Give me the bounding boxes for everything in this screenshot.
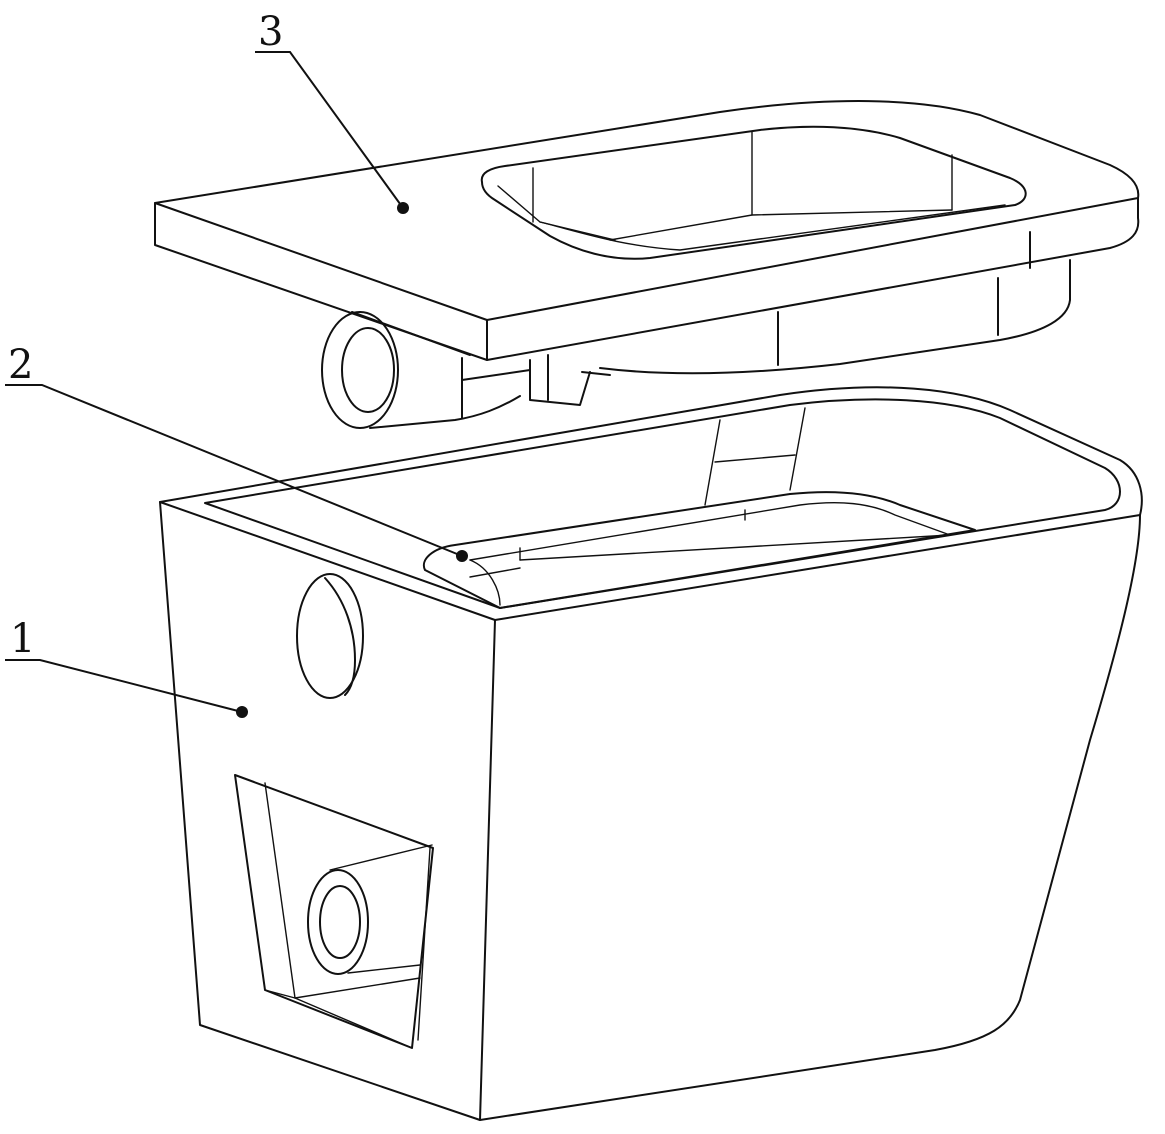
lid-skirt (599, 231, 1071, 375)
inner-liner (422, 491, 976, 609)
tank-body (159, 386, 1143, 1121)
lid-top-face (154, 100, 1140, 321)
callout-3-dot (397, 202, 409, 214)
callout-3: 3 (255, 9, 409, 214)
tank-top-rim (159, 386, 1143, 516)
lid-right-edge (486, 197, 1140, 361)
callout-1: 1 (5, 616, 248, 718)
callout-2-dot (456, 550, 468, 562)
label-1: 1 (10, 616, 35, 662)
tank-front-face (479, 514, 1141, 1121)
tank-side-window (234, 774, 434, 1049)
tank-left-face (159, 501, 496, 1121)
lid-part (154, 100, 1140, 429)
callout-2: 2 (5, 342, 468, 562)
lid-front-edge (154, 202, 488, 361)
lid-pipe (321, 311, 611, 429)
tank-side-hole (296, 573, 364, 699)
label-3: 3 (258, 9, 283, 55)
label-2: 2 (8, 342, 33, 388)
callout-1-dot (236, 706, 248, 718)
lid-opening (480, 125, 1027, 260)
